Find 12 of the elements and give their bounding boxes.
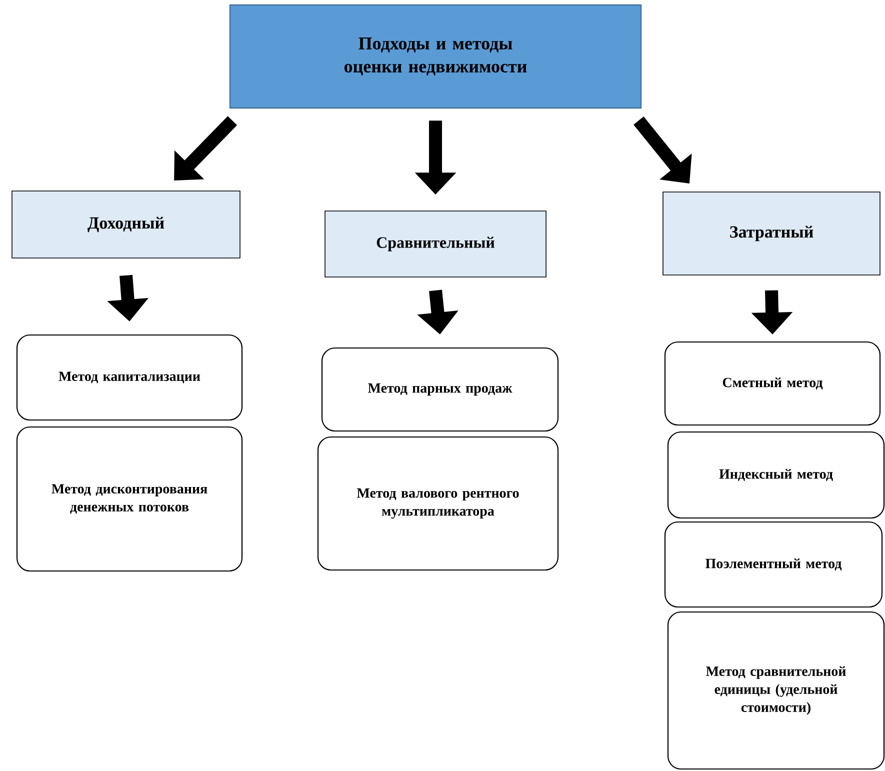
method-box: Метод дисконтирования денежных потоков: [16, 426, 243, 572]
method-box: Поэлементный метод: [664, 521, 883, 608]
approach-box: Сравнительный: [324, 210, 546, 278]
approach-box: Доходный: [12, 190, 240, 258]
method-box: Метод валового рентного мультипликатора: [317, 436, 559, 571]
method-box: Сметный метод: [664, 341, 881, 426]
approach-box: Затратный: [662, 192, 880, 276]
method-box: Метод парных продаж: [321, 347, 559, 432]
method-box: Метод сравнительной единицы (удельной стоимости): [667, 611, 885, 770]
method-box: Метод капитализации: [16, 334, 243, 421]
method-box: Индексный метод: [667, 431, 885, 519]
title-box: Подходы и методы оценки недвижимости: [229, 4, 642, 109]
